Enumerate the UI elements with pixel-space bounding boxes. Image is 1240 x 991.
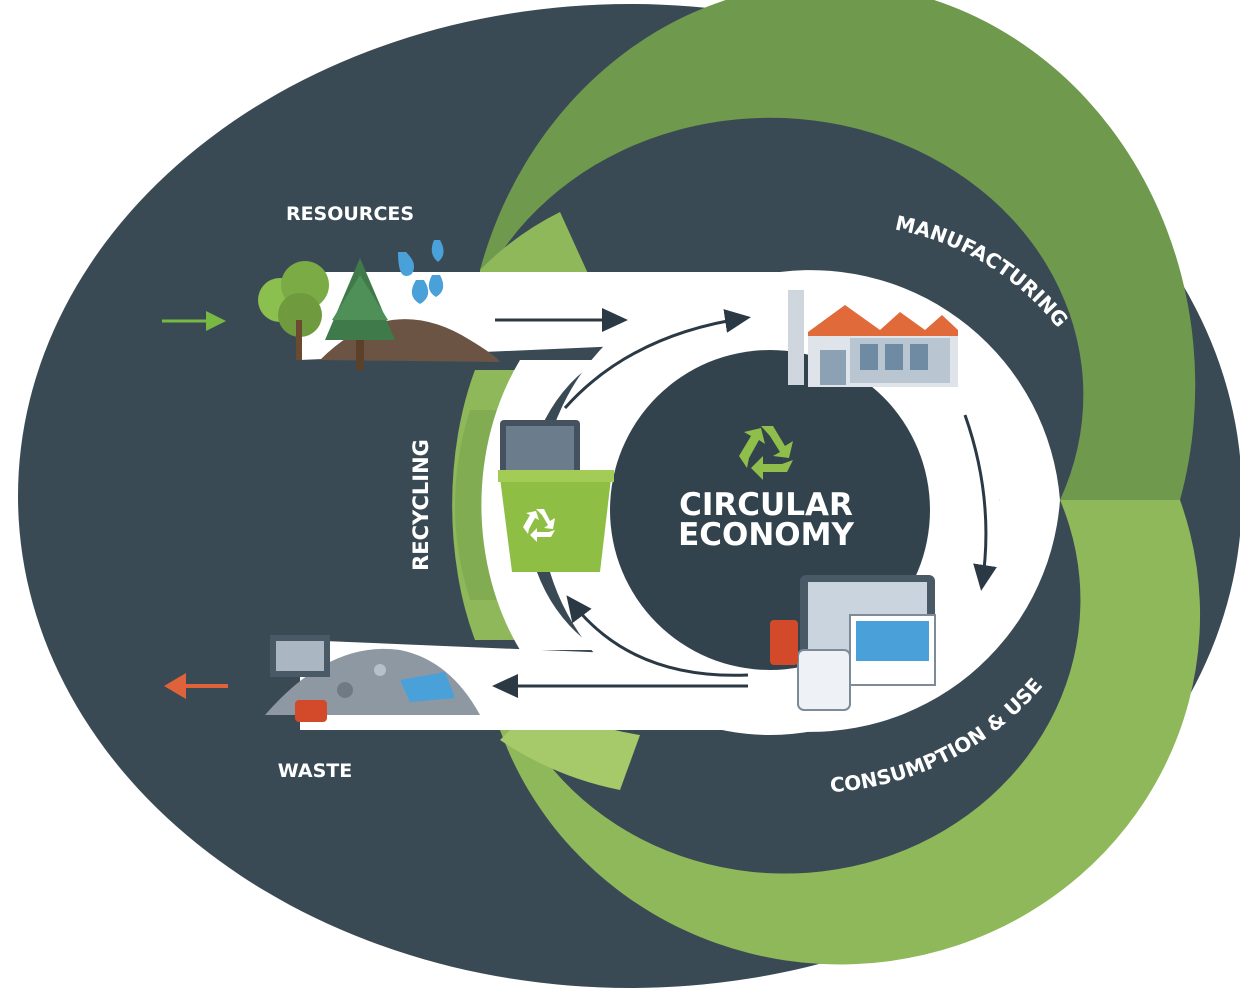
- label-resources: RESOURCES: [286, 203, 414, 225]
- title-line2: ECONOMY: [678, 517, 854, 553]
- title-line1: CIRCULAR: [679, 487, 853, 523]
- arrow-consumption-to-recycling: [566, 595, 749, 677]
- waste-pile-illustration: [265, 635, 480, 722]
- factory-illustration: [788, 290, 958, 387]
- label-waste: WASTE: [278, 760, 352, 782]
- recycling-bin-illustration: [498, 420, 614, 572]
- arrow-manufacturing-to-consumption: [963, 414, 997, 591]
- ring-manufacturing: [480, 0, 1196, 500]
- arrow-right-icon: [162, 311, 226, 331]
- devices-illustration: [770, 575, 936, 711]
- label-recycling: RECYCLING: [409, 439, 433, 571]
- arrow-left-icon: [164, 673, 228, 699]
- water-drops-icon: [398, 240, 444, 304]
- arrow-recycling-to-manufacturing: [563, 309, 751, 409]
- recycle-icon: [739, 426, 793, 480]
- resources-illustration: [258, 240, 500, 370]
- ring-consumption: [500, 500, 1201, 965]
